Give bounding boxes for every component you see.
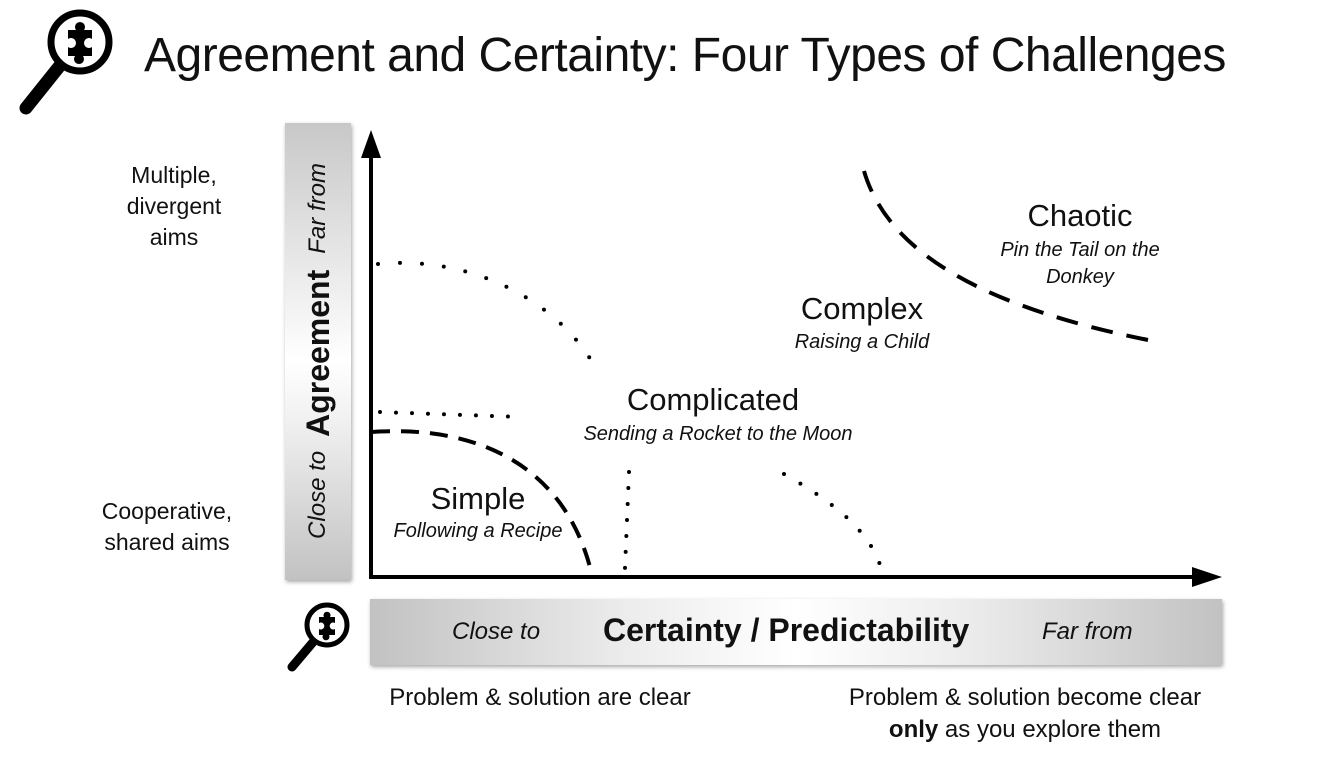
y-axis-arrowhead (361, 130, 381, 158)
x-axis-main-label: Certainty / Predictability (603, 612, 970, 648)
x-axis-right-note: Problem & solution become clear only as … (820, 682, 1230, 746)
x-axis-close-label: Close to (452, 618, 541, 645)
zone-chaotic-name: Chaotic (1027, 198, 1133, 233)
simple-boundary-dashed (371, 429, 594, 576)
x-axis-band: Close to Certainty / Predictability Far … (370, 599, 1222, 665)
page-title: Agreement and Certainty: Four Types of C… (144, 29, 1226, 82)
complicated-left-dotted (623, 470, 631, 570)
zone-chaotic-example-line: Pin the Tail on the (1000, 239, 1160, 261)
y-axis-top-note-line: divergent (126, 193, 222, 219)
x-axis-right-note-line: only as you explore them (820, 714, 1230, 746)
zone-complex-name: Complex (800, 291, 924, 326)
x-axis-far-label: Far from (1042, 618, 1133, 645)
x-axis-left-note: Problem & solution are clear (389, 684, 691, 711)
zone-chaotic-example-line: Donkey (1046, 266, 1114, 288)
y-axis-top-note-line: aims (149, 224, 199, 250)
zone-complex-example: Raising a Child (794, 331, 930, 353)
y-axis-bottom-note-line: shared aims (104, 529, 230, 555)
zone-complicated-name: Complicated (626, 382, 800, 417)
zone-simple-example: Following a Recipe (393, 520, 563, 542)
y-axis-bottom-note-line: Cooperative, (101, 498, 233, 524)
x-axis-right-note-rest: as you explore them (938, 716, 1162, 743)
x-axis-arrowhead (1192, 567, 1222, 587)
zone-simple-name: Simple (430, 481, 526, 516)
x-axis-right-note-emphasis: only (888, 716, 939, 743)
x-axis-right-note-line: Problem & solution become clear (848, 684, 1202, 711)
y-axis-top-note-line: Multiple, (131, 162, 217, 188)
simple-top-dotted (378, 410, 524, 419)
y-axis-bottom-note: Cooperative, shared aims (84, 496, 250, 558)
zone-complicated-example: Sending a Rocket to the Moon (583, 423, 853, 445)
y-axis-top-note: Multiple, divergent aims (108, 160, 240, 253)
chaotic-boundary-dashed (862, 170, 1149, 342)
complicated-outer-dotted (376, 260, 600, 374)
y-axis-band: Close to Agreement Far from (285, 123, 351, 580)
zone-chaotic-example: Pin the Tail on the Donkey (980, 237, 1180, 291)
complex-right-dotted (782, 472, 883, 570)
